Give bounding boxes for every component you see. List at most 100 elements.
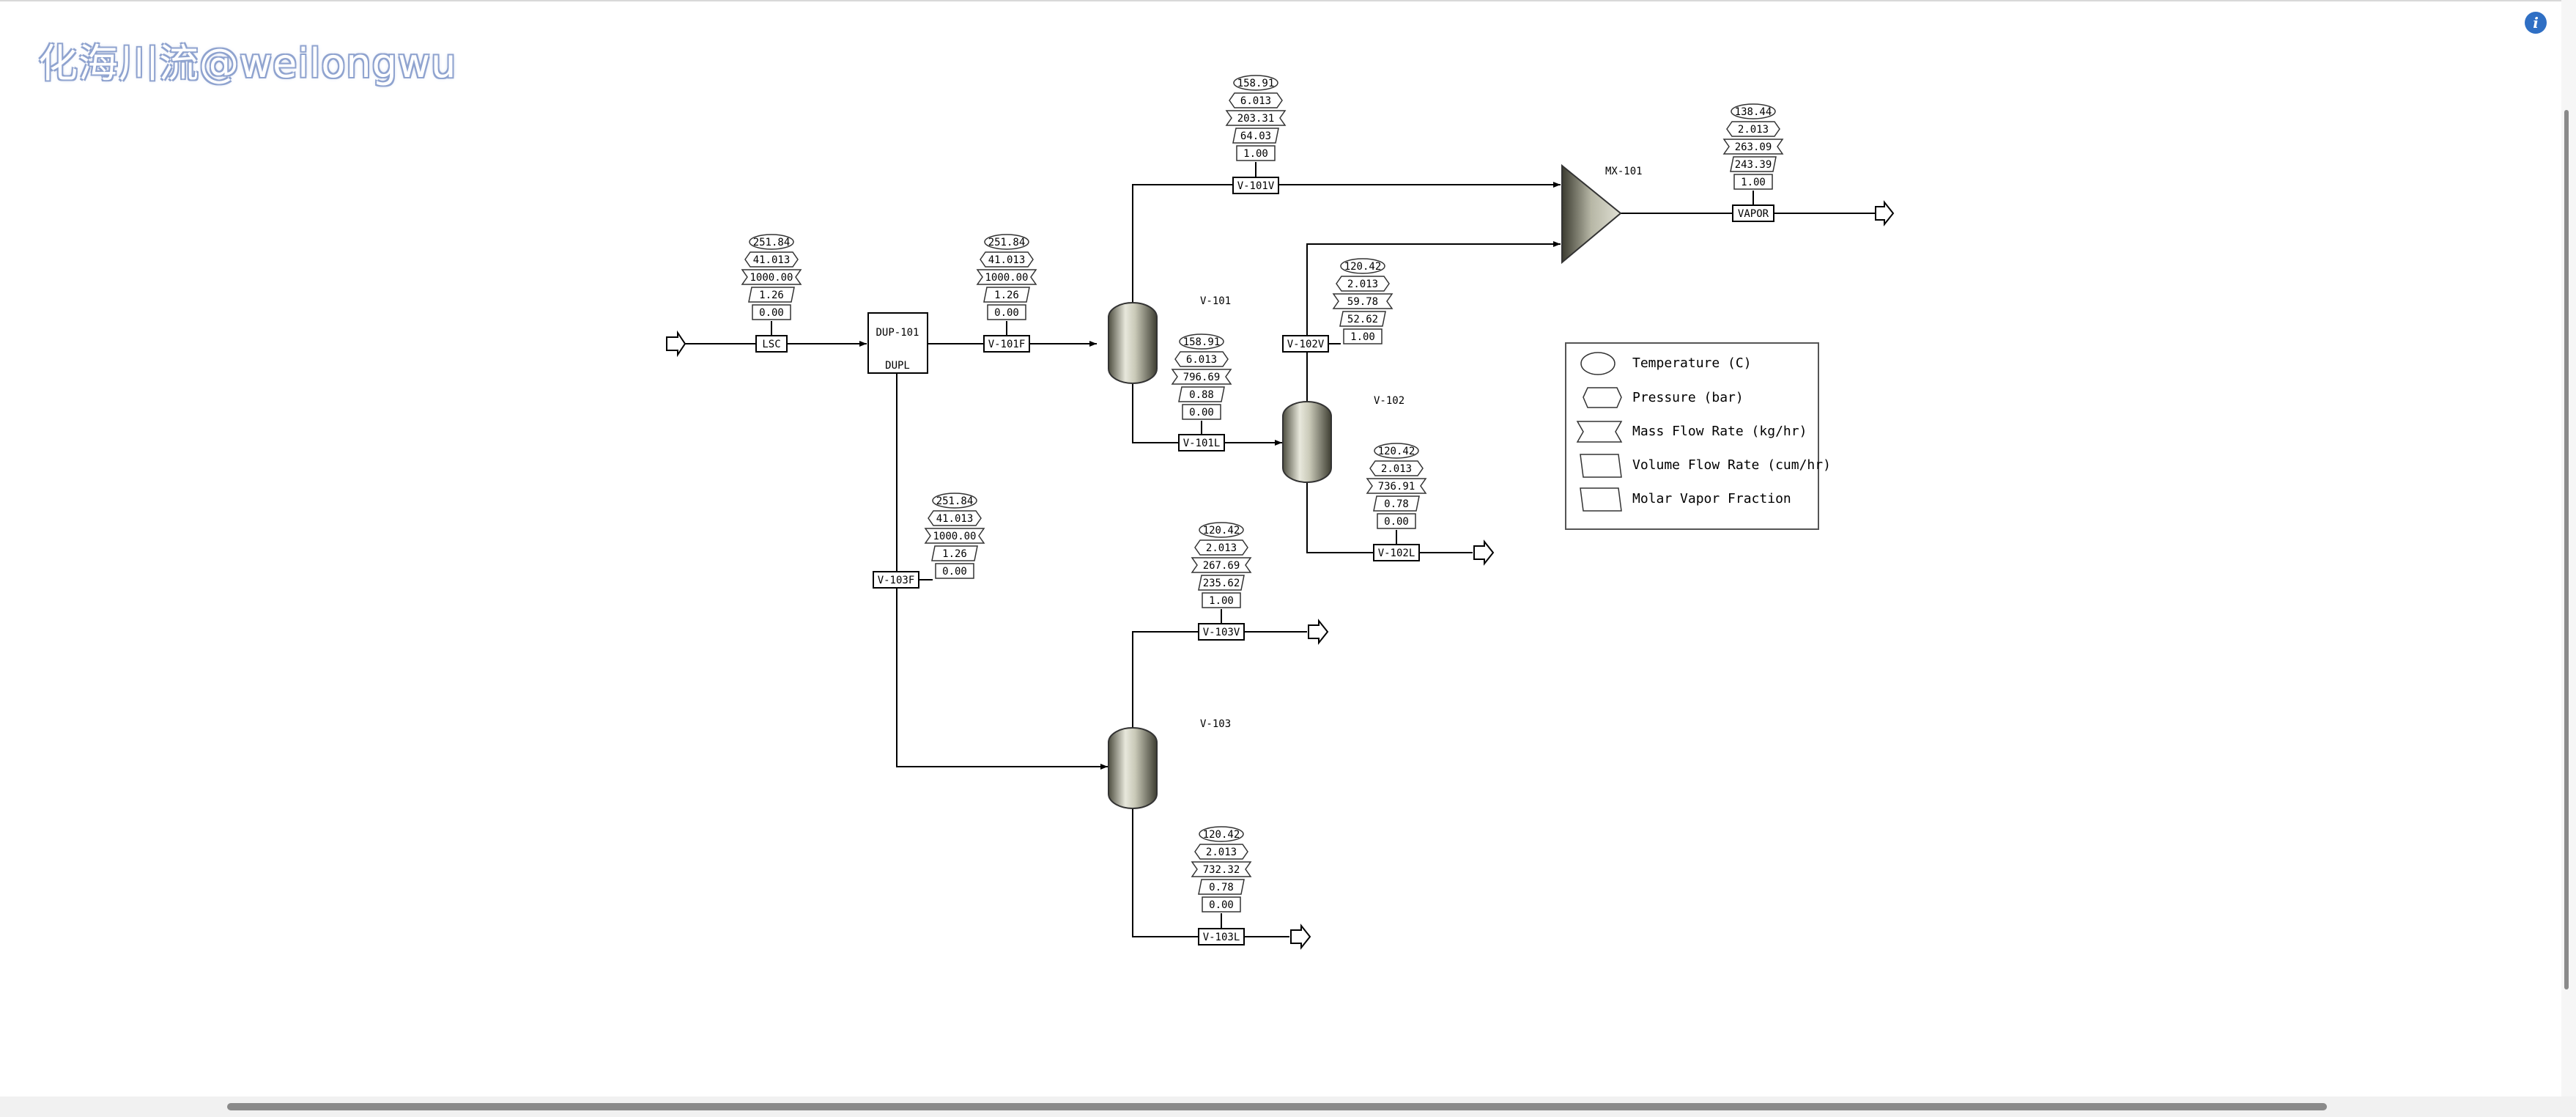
stream-tag-label: V-101F bbox=[988, 339, 1026, 350]
stream-value: 243.39 bbox=[1735, 159, 1772, 171]
stream-value: 251.84 bbox=[936, 495, 974, 507]
stream-value: 6.013 bbox=[1186, 354, 1217, 366]
stream-tag-box[interactable] bbox=[1198, 928, 1245, 945]
product-arrow-icon-vapor[interactable] bbox=[1875, 200, 1895, 226]
stream-value: 0.78 bbox=[1209, 882, 1234, 893]
volume-flow-parallelogram bbox=[1198, 575, 1245, 591]
stream-value: 251.84 bbox=[988, 237, 1026, 248]
volume-flow-parallelogram bbox=[1339, 311, 1386, 327]
stream-value: 41.013 bbox=[988, 254, 1026, 266]
stream-value: 235.62 bbox=[1203, 578, 1240, 589]
legend-box: Temperature (C) Pressure (bar) Mass Flow… bbox=[1565, 342, 1831, 530]
stream-value: 0.00 bbox=[942, 566, 967, 578]
stream-tag-box[interactable] bbox=[1198, 623, 1245, 641]
legend-label-temperature: Temperature (C) bbox=[1632, 355, 1752, 371]
mass-flow-bowtie bbox=[1225, 110, 1287, 126]
stream-tag-box[interactable] bbox=[1373, 544, 1420, 561]
legend-label-volume-flow: Volume Flow Rate (cum/hr) bbox=[1632, 457, 1831, 473]
vapor-fraction-box bbox=[987, 304, 1026, 320]
stream-value: 158.91 bbox=[1237, 78, 1275, 89]
temperature-oval bbox=[932, 493, 977, 509]
stream-line-v103v[interactable] bbox=[1132, 631, 1307, 729]
info-icon[interactable]: i bbox=[2525, 12, 2547, 34]
v-103-label: V-103 bbox=[1200, 718, 1231, 730]
pressure-hexagon bbox=[1229, 92, 1283, 108]
vapor-fraction-box bbox=[1202, 896, 1241, 913]
stream-value: 158.91 bbox=[1183, 336, 1221, 348]
stream-value: 2.013 bbox=[1206, 847, 1237, 858]
stream-value: 732.32 bbox=[1203, 864, 1240, 876]
pressure-hexagon bbox=[1174, 351, 1229, 367]
volume-flow-parallelogram bbox=[1730, 156, 1777, 172]
stream-line-v101v[interactable] bbox=[1132, 182, 1561, 303]
stream-tag-box[interactable] bbox=[1178, 434, 1225, 451]
mx-101-mixer[interactable] bbox=[1561, 163, 1622, 265]
window-top-border bbox=[0, 0, 2576, 1]
dup-101-block[interactable]: DUP-101 DUPL bbox=[867, 312, 928, 374]
stream-value: 52.62 bbox=[1347, 314, 1378, 325]
stream-value: 59.78 bbox=[1347, 296, 1378, 308]
vapor-fraction-box bbox=[1733, 174, 1773, 190]
feed-arrow-icon[interactable] bbox=[666, 330, 686, 358]
stream-tag-box[interactable] bbox=[1232, 177, 1279, 194]
dup-101-type: DUPL bbox=[885, 360, 910, 372]
stream-value: 263.09 bbox=[1735, 141, 1772, 153]
vertical-scrollbar-thumb[interactable] bbox=[2564, 110, 2569, 989]
stream-value: 41.013 bbox=[936, 513, 974, 525]
parallelogram-icon bbox=[1580, 454, 1622, 478]
stream-value: 41.013 bbox=[753, 254, 791, 266]
v-102-label: V-102 bbox=[1374, 395, 1404, 407]
v-101-vessel[interactable] bbox=[1108, 302, 1158, 384]
v-102-vessel[interactable] bbox=[1282, 401, 1332, 483]
mass-flow-bowtie bbox=[1191, 861, 1252, 877]
stream-tag-box[interactable] bbox=[873, 571, 919, 589]
mass-flow-bowtie bbox=[924, 528, 985, 544]
stream-value: 796.69 bbox=[1183, 372, 1221, 383]
stream-tag-box[interactable] bbox=[1282, 335, 1329, 353]
mass-flow-bowtie bbox=[976, 269, 1037, 285]
product-arrow-icon-v103l[interactable] bbox=[1290, 924, 1311, 950]
mass-flow-bowtie bbox=[1171, 369, 1232, 385]
pressure-hexagon bbox=[1194, 539, 1248, 556]
temperature-oval bbox=[1199, 826, 1244, 842]
stream-tag-box[interactable] bbox=[755, 335, 788, 353]
horizontal-scrollbar-thumb[interactable] bbox=[227, 1103, 2327, 1110]
pressure-hexagon bbox=[928, 510, 982, 526]
legend-label-mass-flow: Mass Flow Rate (kg/hr) bbox=[1632, 424, 1807, 439]
stream-line-v103f[interactable] bbox=[896, 372, 1108, 770]
temperature-oval bbox=[1731, 103, 1776, 119]
stream-tag-label: V-101V bbox=[1237, 180, 1275, 192]
pressure-hexagon bbox=[1726, 121, 1780, 137]
product-arrow-icon-v102l[interactable] bbox=[1473, 539, 1495, 566]
stream-tag-label: V-103V bbox=[1203, 627, 1240, 638]
mx-101-label: MX-101 bbox=[1605, 166, 1643, 177]
stream-value: 138.44 bbox=[1735, 106, 1772, 118]
stream-value: 1.26 bbox=[994, 290, 1019, 301]
product-arrow-icon-v103v[interactable] bbox=[1308, 619, 1329, 645]
vapor-fraction-box bbox=[1343, 328, 1383, 344]
stream-value: 0.00 bbox=[1384, 516, 1409, 528]
vapor-fraction-box bbox=[1182, 404, 1221, 420]
temperature-oval bbox=[1179, 333, 1224, 350]
stream-tag-box[interactable] bbox=[983, 335, 1030, 353]
stream-tag-box[interactable] bbox=[1732, 204, 1774, 222]
legend-label-vapor-fraction: Molar Vapor Fraction bbox=[1632, 491, 1791, 506]
v-103-vessel[interactable] bbox=[1108, 727, 1158, 809]
temperature-oval bbox=[1199, 522, 1244, 538]
temperature-oval bbox=[984, 234, 1029, 250]
stream-line-v101l[interactable] bbox=[1132, 381, 1282, 446]
